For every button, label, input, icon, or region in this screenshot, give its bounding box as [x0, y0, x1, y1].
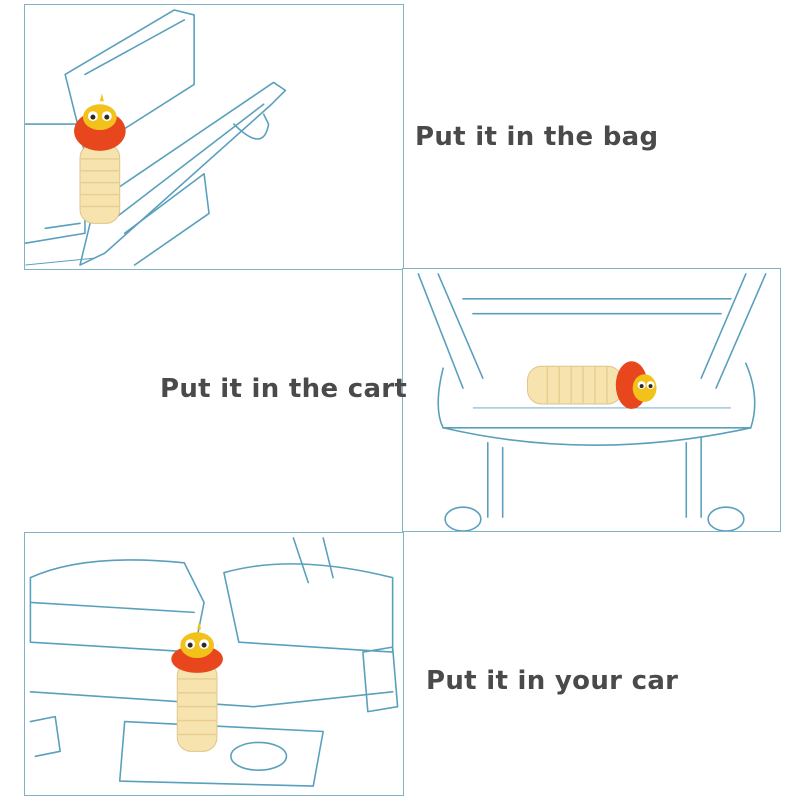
console-vent	[29, 715, 61, 758]
bag-illustration-panel	[24, 4, 404, 270]
car-illustration-panel	[24, 532, 404, 796]
cupholder-tray	[118, 720, 324, 787]
cupholder-ring	[230, 741, 288, 771]
caption-car: Put it in your car	[426, 666, 679, 696]
duck-urinal-icon	[526, 361, 657, 409]
duck-urinal-icon	[171, 621, 223, 752]
seat-right	[223, 563, 394, 653]
stroller-frame-left	[417, 273, 484, 389]
bag-zip	[113, 103, 265, 220]
car-console-illustration	[29, 537, 399, 787]
wheel-right	[707, 506, 745, 531]
caption-cart: Put it in the cart	[160, 374, 408, 404]
cart-illustration-panel	[402, 268, 781, 532]
bag-seam	[84, 19, 186, 76]
stroller-leg-left	[486, 441, 504, 518]
stroller-frame-right	[700, 273, 767, 389]
duck-urinal-icon	[74, 93, 126, 224]
side-pocket	[362, 646, 399, 713]
seat-back-lines	[292, 537, 334, 584]
basket-bottom	[442, 426, 752, 446]
bag-strap	[233, 113, 270, 140]
caption-bag: Put it in the bag	[415, 122, 659, 152]
armrest-seam	[29, 601, 195, 614]
ground-line	[25, 257, 95, 266]
seat-edge	[25, 123, 86, 244]
stroller-leg-right	[685, 436, 702, 518]
console-top	[29, 690, 394, 708]
armrest	[29, 559, 205, 653]
stroller-basket-illustration	[417, 273, 767, 531]
bag-illustration	[25, 9, 287, 266]
stroller-handle-bar	[462, 297, 732, 315]
bag-pocket	[123, 172, 210, 266]
wheel-left	[444, 506, 482, 531]
bag-front-flap	[79, 81, 287, 266]
bag-zip-pull	[44, 222, 81, 230]
